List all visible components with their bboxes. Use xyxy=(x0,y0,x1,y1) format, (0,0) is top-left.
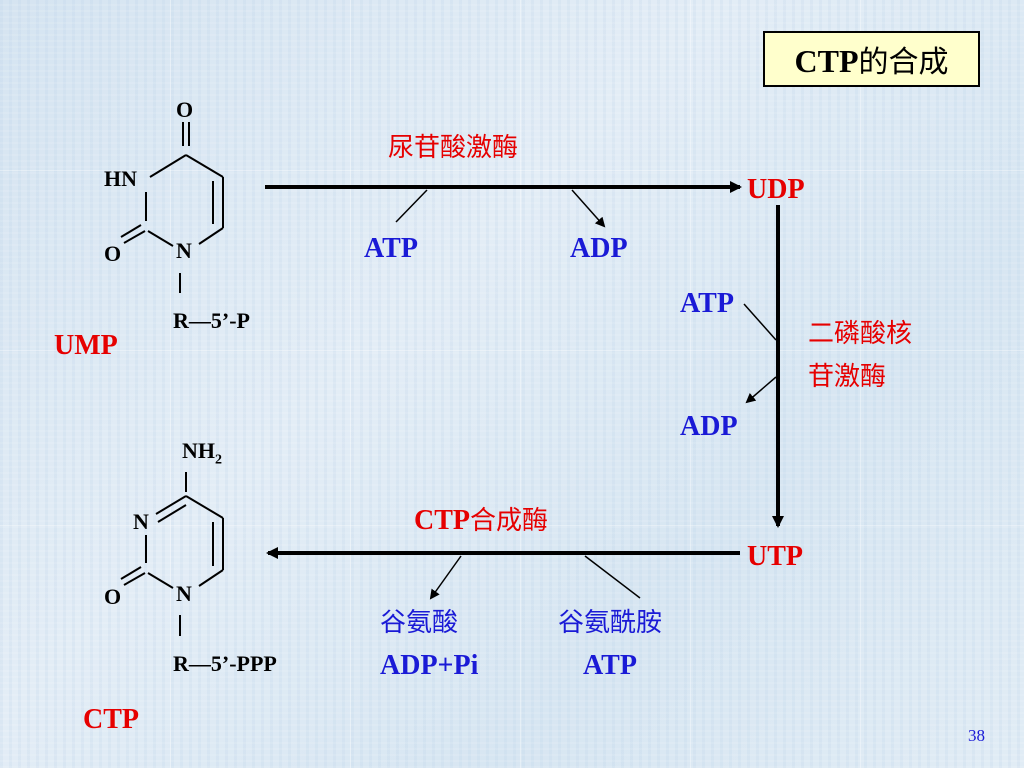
ump-name: UMP xyxy=(54,330,118,361)
reaction1-adp: ADP xyxy=(570,233,628,264)
ump-bond-c2-o-double xyxy=(120,224,142,238)
page-title: CTP的合成 xyxy=(795,37,949,81)
ump-atom-hn: HN xyxy=(104,166,137,191)
background-seam xyxy=(350,0,351,768)
background-seam xyxy=(0,525,1024,526)
reaction3-atp: ATP xyxy=(583,650,637,681)
ump-bond-c4-c5 xyxy=(185,154,224,178)
background-seam xyxy=(690,0,691,768)
atp-input-line-1 xyxy=(395,189,428,223)
ctp-atom-nh2: NH2 xyxy=(182,440,222,467)
udp-label: UDP xyxy=(747,174,805,205)
ctp-bond-c6-n1 xyxy=(198,569,224,587)
ump-bond-n1-c2 xyxy=(147,230,174,247)
ctp-r-group: R—5’-PPP xyxy=(173,651,277,676)
ctp-nh: NH xyxy=(182,438,215,463)
ump-atom-o-top: O xyxy=(176,97,194,122)
enzyme-uridylate-kinase: 尿苷酸激酶 xyxy=(388,133,519,163)
background-seam xyxy=(860,0,861,768)
ctp-atom-n-top: N xyxy=(133,509,149,534)
utp-label: UTP xyxy=(747,541,803,572)
ump-atom-n: N xyxy=(176,238,192,263)
ump-r-group: R—5’-P xyxy=(173,308,250,333)
background-seam xyxy=(520,0,521,768)
enzyme-ndp-kinase-line2: 苷激酶 xyxy=(808,362,887,392)
glutamate-output-arrow xyxy=(429,555,462,600)
adp-pi-label: ADP+Pi xyxy=(380,650,479,681)
ctp-atom-o-left: O xyxy=(104,584,122,609)
ump-bond-c6-n1 xyxy=(198,227,224,245)
enzyme-ndp-kinase-line1: 二磷酸核 xyxy=(808,319,913,349)
adp-output-arrow-1 xyxy=(571,189,606,228)
title-latin: CTP xyxy=(794,43,859,79)
title-cjk: 的合成 xyxy=(858,45,949,80)
glutamate-label: 谷氨酸 xyxy=(380,608,459,638)
ctp-bond-c2-o xyxy=(123,572,146,586)
atp-input-line-2 xyxy=(743,303,777,341)
adp-output-arrow-2 xyxy=(745,376,777,404)
ctp-name: CTP xyxy=(83,704,139,735)
ctp-bond-c4-c5 xyxy=(185,495,224,519)
ctp-bond-n3-c4-double xyxy=(157,504,187,523)
ctp-bond-n3-c4 xyxy=(155,495,187,515)
ctp-bond-n1-c2 xyxy=(147,572,174,589)
ump-ring-bonds xyxy=(120,122,224,293)
ctp-ring-bonds xyxy=(120,472,224,636)
enzyme-ctp-suffix: 合成酶 xyxy=(470,506,549,536)
ump-atom-o-left: O xyxy=(104,241,122,266)
glutamine-input-line xyxy=(584,555,641,599)
background-seam xyxy=(0,170,1024,171)
background-seam xyxy=(170,0,171,768)
reaction2-adp: ADP xyxy=(680,411,738,442)
title-box: CTP的合成 xyxy=(763,31,980,87)
background-seam xyxy=(0,350,1024,351)
glutamine-label: 谷氨酰胺 xyxy=(558,608,663,638)
ctp-nh2-subscript: 2 xyxy=(215,452,222,468)
enzyme-ctp-prefix: CTP xyxy=(414,505,470,536)
ctp-bond-c2-o-double xyxy=(120,566,142,580)
ctp-atom-n: N xyxy=(176,581,192,606)
ump-bond-n3-c4 xyxy=(149,154,187,178)
enzyme-ctp-synthase: CTP合成酶 xyxy=(414,507,548,535)
page-number: 38 xyxy=(968,726,985,745)
reaction2-atp: ATP xyxy=(680,288,734,319)
reaction1-atp: ATP xyxy=(364,233,418,264)
ump-bond-c2-o xyxy=(123,230,146,244)
